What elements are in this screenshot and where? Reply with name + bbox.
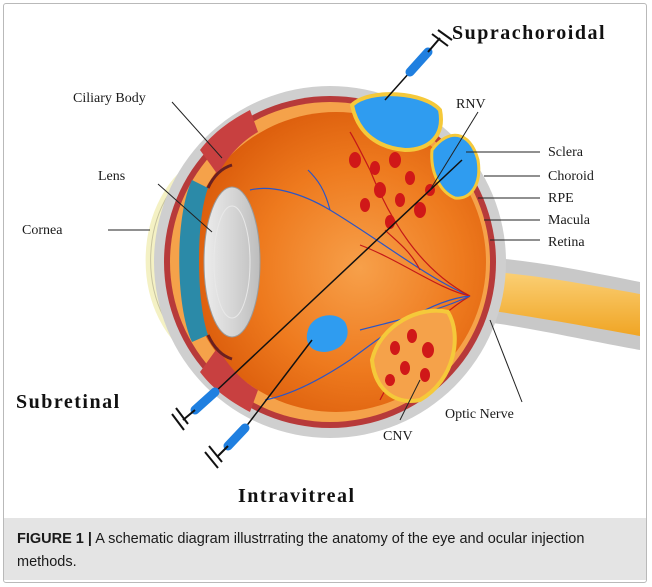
label-suprachoroidal: Suprachoroidal [452,22,606,44]
label-subretinal: Subretinal [16,391,121,413]
suprachoroidal-syringe-icon [385,30,452,100]
label-retina: Retina [548,235,585,250]
label-macula: Macula [548,213,591,228]
label-rnv: RNV [456,97,486,112]
lens [204,187,260,337]
caption-label: FIGURE 1 | [17,531,92,547]
label-sclera: Sclera [548,145,584,160]
label-lens: Lens [98,169,125,184]
label-cornea: Cornea [22,223,63,238]
caption-text: A schematic diagram illustrrating the an… [17,531,584,570]
label-rpe: RPE [548,191,574,206]
figure-caption: FIGURE 1 | A schematic diagram illustrra… [4,518,646,580]
label-optic-nerve: Optic Nerve [445,407,514,422]
label-cnv: CNV [383,429,413,444]
eye-diagram: Suprachoroidal Ciliary Body RNV Sclera C… [0,0,652,520]
label-ciliary-body: Ciliary Body [73,91,146,106]
label-choroid: Choroid [548,169,594,184]
label-intravitreal: Intravitreal [238,485,356,507]
